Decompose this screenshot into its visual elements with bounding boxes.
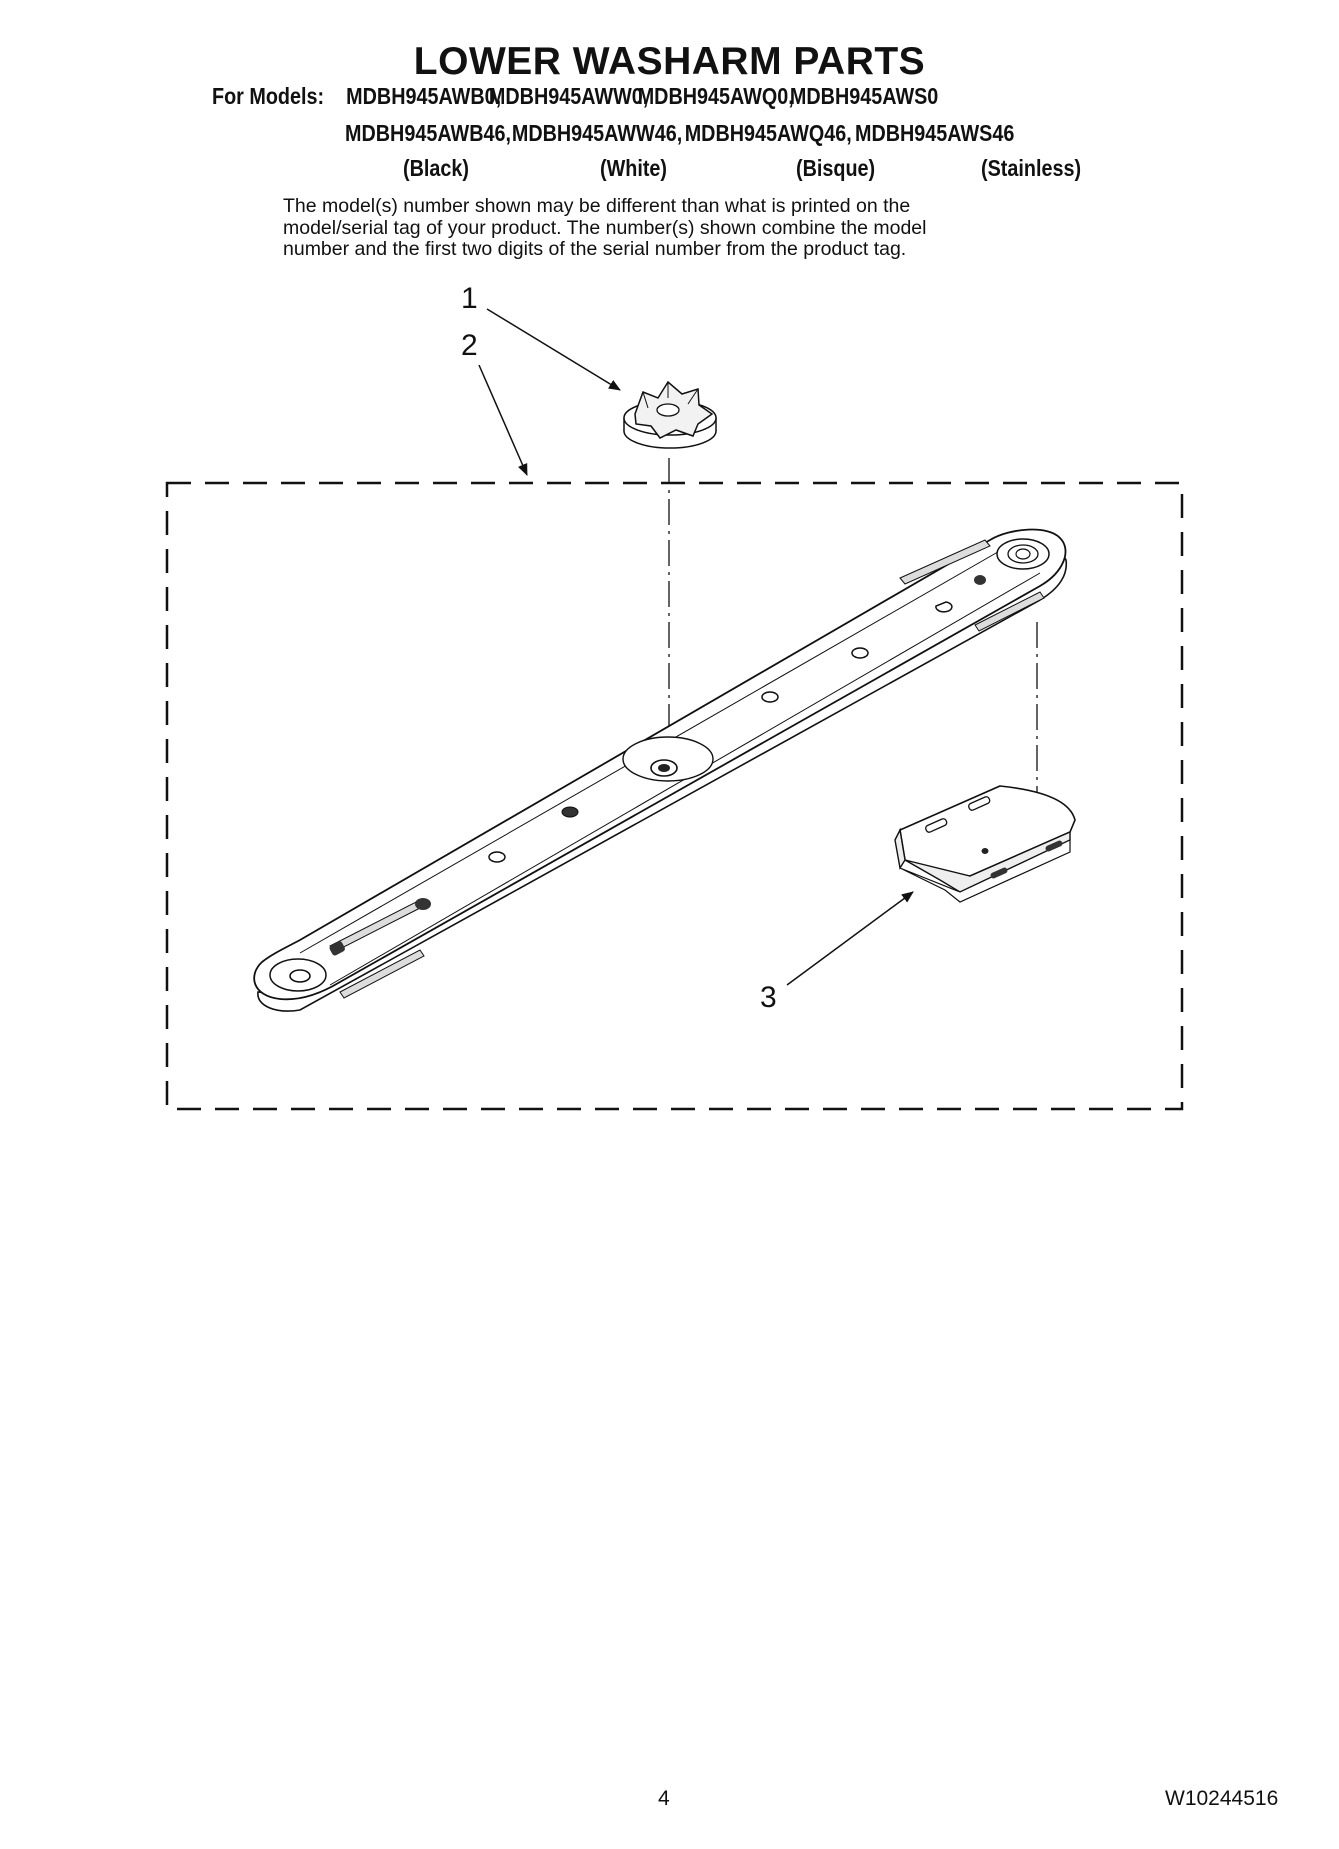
color-label-stainless: (Stainless)	[981, 155, 1082, 181]
callout-3: 3	[760, 981, 777, 1014]
note-line: model/serial tag of your product. The nu…	[283, 216, 927, 239]
callout-2: 2	[461, 329, 478, 362]
leader-line-1	[486, 308, 621, 391]
model-number-note: The model(s) number shown may be differe…	[283, 195, 927, 261]
leader-line-3	[786, 891, 914, 986]
note-line: The model(s) number shown may be differe…	[283, 195, 911, 217]
document-number: W10244516	[1165, 1787, 1279, 1810]
color-label-black: (Black)	[403, 155, 469, 181]
model-number: MDBH945AWB46,	[345, 120, 511, 146]
model-number: MDBH945AWQ46,	[684, 120, 852, 146]
color-label-bisque: (Bisque)	[796, 155, 876, 181]
model-number: MDBH945AWW46,	[511, 120, 683, 146]
model-number: MDBH945AWB0,	[346, 83, 502, 109]
assembly-boundary	[165, 481, 1184, 1111]
models-prefix: For Models:	[212, 83, 325, 109]
part-1-hub-nut	[623, 380, 717, 449]
note-line: number and the first two digits of the s…	[283, 238, 907, 260]
part-2-lower-spray-arm	[253, 528, 1068, 1012]
model-number: MDBH945AWW0,	[488, 83, 649, 109]
model-number: MDBH945AWQ0,	[637, 83, 794, 109]
model-number: MDBH945AWS46	[854, 120, 1015, 146]
page-number: 4	[658, 1787, 670, 1810]
part-3-bracket	[894, 785, 1076, 903]
page-title: LOWER WASHARM PARTS	[413, 40, 926, 83]
callout-1: 1	[461, 282, 478, 315]
color-label-white: (White)	[600, 155, 668, 181]
model-number: MDBH945AWS0	[789, 83, 939, 109]
leader-line-2	[478, 364, 528, 476]
